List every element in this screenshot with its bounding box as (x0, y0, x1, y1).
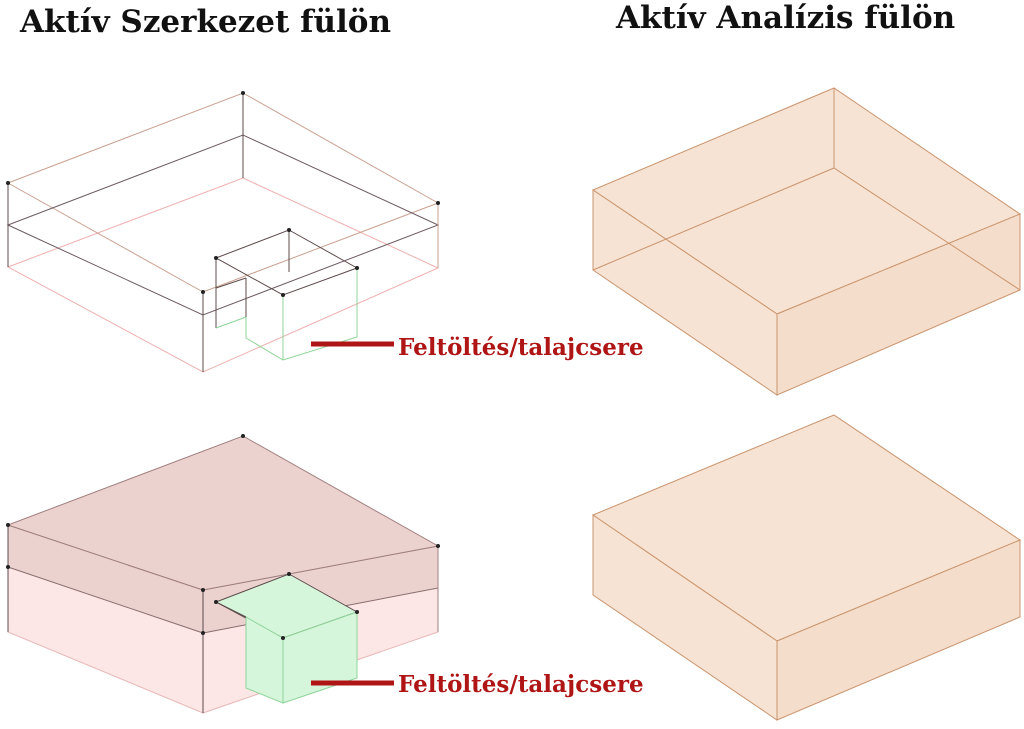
solid-fill-right-face (282, 611, 358, 704)
solid-soil-model (6, 434, 440, 714)
wireframe-layer-boundary (6, 134, 440, 316)
analysis-block-transparent (591, 87, 1022, 396)
wireframe-fill-top (214, 229, 359, 296)
fill-callout-label-bottom: Feltöltés/talajcsere (398, 671, 644, 698)
wireframe-soil-model (6, 91, 440, 373)
analysis-block-solid (591, 414, 1022, 721)
fill-callout-label-top: Feltöltés/talajcsere (398, 334, 644, 361)
analysis-tab-title: Aktív Analízis fülön (616, 0, 956, 36)
structure-tab-title: Aktív Szerkezet fülön (20, 4, 391, 40)
